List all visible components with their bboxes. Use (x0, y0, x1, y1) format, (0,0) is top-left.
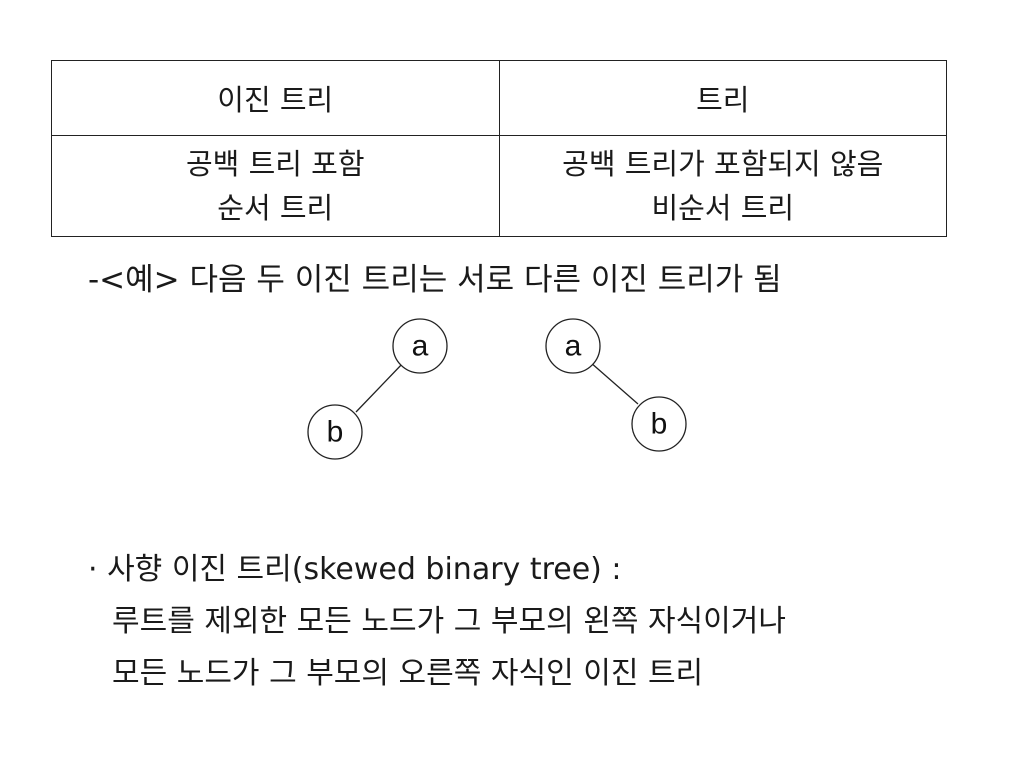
node-label: b (651, 408, 668, 441)
cell-binary-tree: 공백 트리 포함 순서 트리 (51, 135, 500, 237)
skewed-title: 사향 이진 트리(skewed binary tree) : (97, 552, 622, 587)
cell-text: 공백 트리 포함 (185, 147, 365, 181)
cell-text: 순서 트리 (217, 191, 334, 225)
cell-tree: 공백 트리가 포함되지 않음 비순서 트리 (498, 135, 947, 237)
example-text: -<예> 다음 두 이진 트리는 서로 다른 이진 트리가 됨 (88, 262, 782, 298)
comparison-table: 이진 트리 트리 공백 트리 포함 순서 트리 공백 트리가 포함되지 않음 비… (51, 60, 947, 237)
left-tree: a b (307, 318, 448, 460)
node-label: b (327, 416, 344, 449)
cell-text: 공백 트리가 포함되지 않음 (562, 147, 884, 181)
header-tree: 트리 (498, 60, 947, 136)
node-a-left (392, 318, 448, 374)
edge-a-b-left (355, 361, 405, 413)
right-tree: a b (545, 318, 687, 452)
node-b-left (307, 404, 363, 460)
skewed-title-line: · 사향 이진 트리(skewed binary tree) : (88, 544, 786, 596)
skewed-desc-line-1: 루트를 제외한 모든 노드가 그 부모의 왼쪽 자식이거나 (112, 604, 786, 639)
skewed-tree-definition: · 사향 이진 트리(skewed binary tree) : 루트를 제외한… (88, 544, 786, 700)
bullet: · (88, 552, 98, 587)
node-label: a (565, 330, 582, 363)
header-binary-tree: 이진 트리 (51, 60, 500, 136)
skewed-desc-line-2: 모든 노드가 그 부모의 오른쪽 자식인 이진 트리 (112, 656, 704, 691)
table-header-row: 이진 트리 트리 (51, 60, 947, 136)
cell-text: 비순서 트리 (651, 191, 795, 225)
table-row: 공백 트리 포함 순서 트리 공백 트리가 포함되지 않음 비순서 트리 (51, 135, 947, 237)
edge-a-b-right (589, 361, 639, 405)
node-b-right (631, 396, 687, 452)
node-label: a (412, 330, 429, 363)
node-a-right (545, 318, 601, 374)
